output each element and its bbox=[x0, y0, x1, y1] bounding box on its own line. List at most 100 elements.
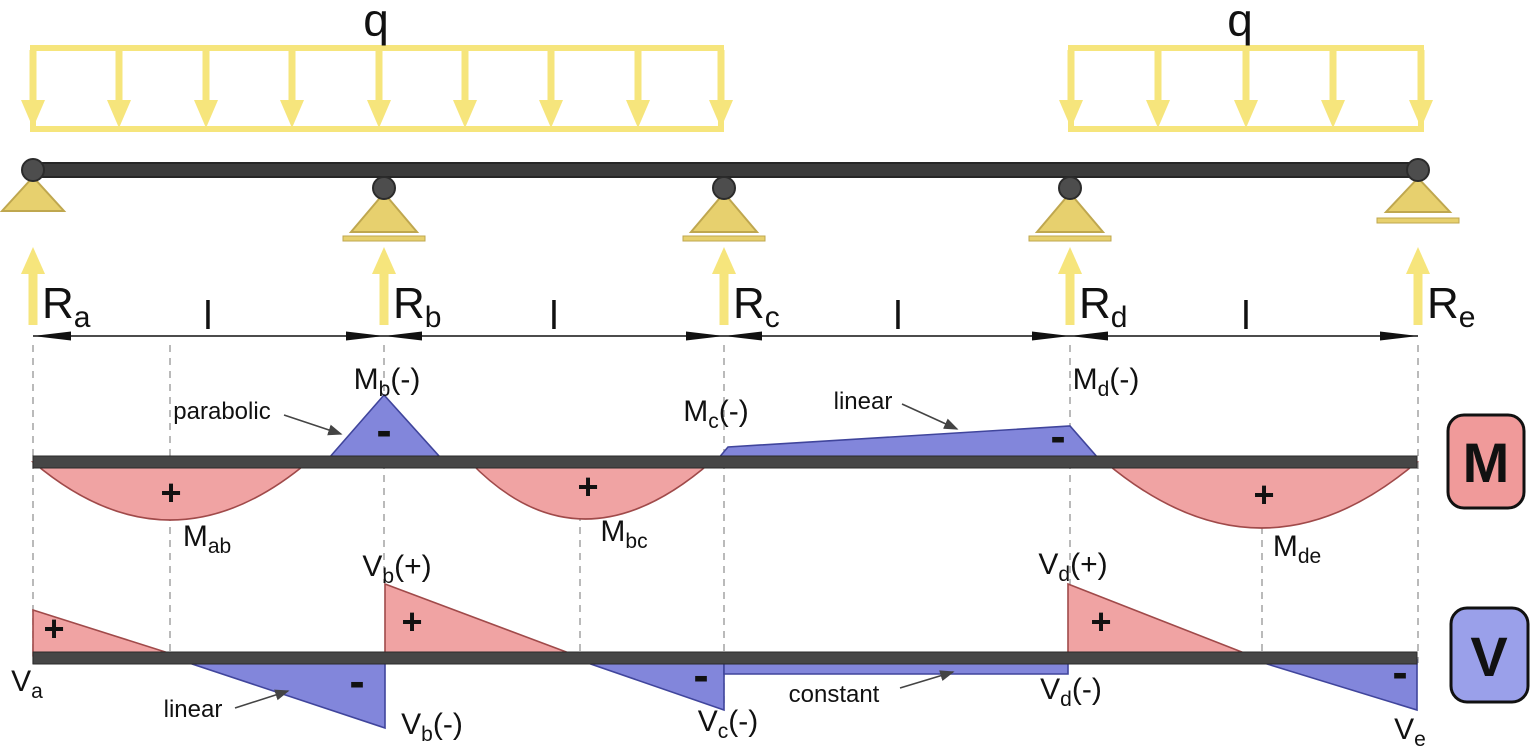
reaction-arrows bbox=[21, 247, 1430, 325]
ground-line-d bbox=[1028, 235, 1112, 242]
vdp-main: V bbox=[1038, 548, 1058, 581]
reaction-d-sub: d bbox=[1111, 301, 1128, 334]
shear-label-d-pos: Vd(+) bbox=[1038, 548, 1107, 586]
moment-minus-sign-cd: - bbox=[1050, 410, 1065, 462]
vcn-sub: c bbox=[718, 720, 729, 743]
vcn-main: V bbox=[698, 705, 718, 738]
reaction-e-main: R bbox=[1427, 279, 1459, 328]
load-arrow-down-icon bbox=[626, 50, 650, 128]
load1-label: q bbox=[363, 0, 389, 46]
md-suffix: (-) bbox=[1109, 363, 1139, 396]
shear-minus-sign-bc: - bbox=[693, 649, 708, 701]
reaction-label-d: Rd bbox=[1079, 279, 1127, 334]
load-arrow-down-icon bbox=[367, 50, 391, 128]
mde-main: M bbox=[1273, 530, 1298, 563]
shear-minus-sign-ab: - bbox=[349, 655, 364, 707]
vdp-sub: d bbox=[1058, 563, 1070, 586]
shear-plus-sign-b: + bbox=[401, 601, 422, 642]
moment-diagram bbox=[30, 393, 1420, 529]
va-sub: a bbox=[31, 680, 43, 703]
beam-bar bbox=[27, 162, 1427, 178]
mbc-main: M bbox=[600, 515, 625, 548]
load1-bottom-bar bbox=[30, 126, 724, 132]
distributed-load-1 bbox=[21, 45, 733, 132]
moment-positive-lobe-de bbox=[1102, 461, 1420, 529]
load-arrow-down-icon bbox=[194, 50, 218, 128]
supports bbox=[0, 175, 1460, 242]
dim-arrowhead-c-left bbox=[686, 331, 724, 341]
vdp-suffix: (+) bbox=[1070, 548, 1108, 581]
shear-label-b-neg: Vb(-) bbox=[401, 708, 463, 746]
moment-span-label-bc: Mbc bbox=[600, 515, 647, 553]
shear-plus-sign-d: + bbox=[1090, 601, 1111, 642]
pin-support-a bbox=[0, 175, 67, 212]
shear-label-d-neg: Vd(-) bbox=[1040, 673, 1102, 711]
shear-label-a: Va bbox=[11, 665, 43, 703]
vdn-main: V bbox=[1040, 673, 1060, 706]
load-arrow-down-icon bbox=[1409, 50, 1433, 128]
hinge-d bbox=[1058, 176, 1082, 200]
load-arrow-down-icon bbox=[280, 50, 304, 128]
moment-plus-sign-bc: + bbox=[577, 466, 598, 507]
shear-label-c-neg: Vc(-) bbox=[698, 705, 759, 743]
reaction-label-b: Rb bbox=[393, 279, 441, 334]
moment-peak-label-c: Mc(-) bbox=[683, 395, 748, 433]
moment-peak-label-b: Mb(-) bbox=[354, 363, 421, 401]
hinge-a bbox=[21, 158, 45, 182]
load-arrow-down-icon bbox=[539, 50, 563, 128]
moment-span-label-de: Mde bbox=[1273, 530, 1321, 568]
load-arrow-down-icon bbox=[107, 50, 131, 128]
annotation-arrows bbox=[234, 403, 959, 709]
beam bbox=[21, 158, 1430, 200]
parabolic-pointer-arrow-icon bbox=[283, 414, 343, 436]
dim-arrowhead-c-right bbox=[724, 331, 762, 341]
span-length-label-2: l bbox=[550, 294, 559, 338]
hinge-b bbox=[372, 176, 396, 200]
linear-moment-pointer-arrow-icon bbox=[901, 403, 959, 430]
load-arrow-down-icon bbox=[1321, 50, 1345, 128]
vbn-sub: b bbox=[421, 723, 433, 746]
hinge-e bbox=[1406, 158, 1430, 182]
ground-line-b bbox=[342, 235, 426, 242]
span-length-label-1: l bbox=[204, 294, 213, 338]
moment-plus-sign-de: + bbox=[1253, 474, 1274, 515]
mb-sub: b bbox=[379, 378, 391, 401]
reaction-e-sub: e bbox=[1459, 301, 1476, 334]
load-arrow-down-icon bbox=[1146, 50, 1170, 128]
moment-legend-letter: M bbox=[1463, 431, 1510, 494]
shear-label-b-pos: Vb(+) bbox=[362, 550, 431, 588]
span-length-label-4: l bbox=[1242, 294, 1251, 338]
reaction-label-e: Re bbox=[1427, 279, 1475, 334]
mb-main: M bbox=[354, 363, 379, 396]
moment-minus-sign-b: - bbox=[376, 404, 391, 456]
vbp-main: V bbox=[362, 550, 382, 583]
constant-annotation: constant bbox=[789, 681, 880, 708]
moment-axis-bar bbox=[32, 455, 1418, 469]
load-arrow-down-icon bbox=[21, 50, 45, 128]
mbc-sub: bc bbox=[625, 530, 647, 553]
moment-peak-label-d: Md(-) bbox=[1073, 363, 1140, 401]
span-length-label-3: l bbox=[894, 294, 903, 338]
shear-label-e: Ve bbox=[1394, 713, 1426, 751]
dim-arrowhead-b-right bbox=[384, 331, 422, 341]
constant-pointer-arrow-icon bbox=[899, 670, 955, 689]
ve-sub: e bbox=[1414, 728, 1426, 751]
roller-support-c bbox=[688, 191, 760, 233]
moment-plus-sign-ab: + bbox=[160, 472, 181, 513]
parabolic-annotation: parabolic bbox=[173, 398, 270, 425]
mde-sub: de bbox=[1298, 545, 1321, 568]
vdn-suffix: (-) bbox=[1072, 673, 1102, 706]
reaction-a-main: R bbox=[42, 279, 74, 328]
reaction-a-sub: a bbox=[74, 301, 91, 334]
moment-legend: M bbox=[1446, 413, 1526, 510]
dim-arrowhead-e bbox=[1380, 331, 1418, 341]
reaction-d-main: R bbox=[1079, 279, 1111, 328]
load2-bottom-bar bbox=[1068, 126, 1424, 132]
moment-positive-lobe-ab bbox=[30, 461, 311, 521]
vcn-suffix: (-) bbox=[728, 705, 758, 738]
vbn-suffix: (-) bbox=[433, 708, 463, 741]
load2-top-bar bbox=[1068, 45, 1424, 51]
shear-legend: V bbox=[1449, 606, 1530, 704]
reaction-c-main: R bbox=[733, 279, 765, 328]
